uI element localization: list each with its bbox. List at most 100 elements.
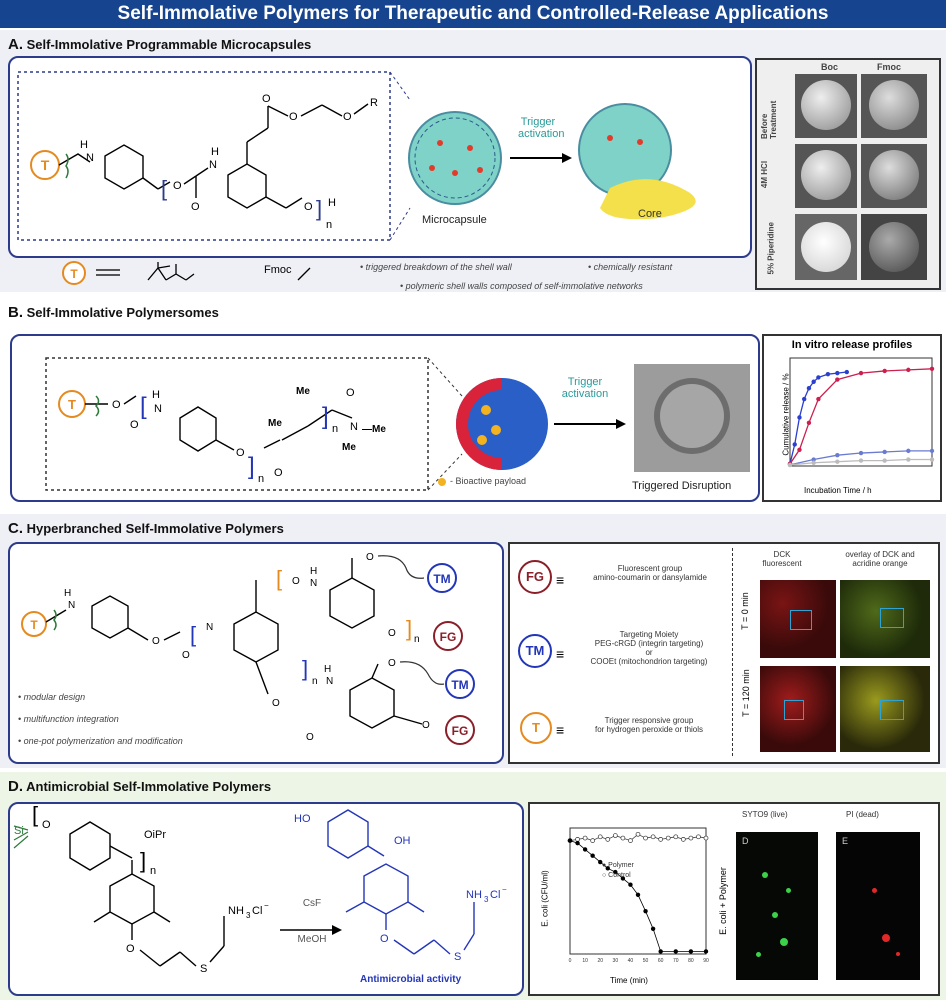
svg-text:O: O <box>272 698 280 709</box>
svg-text:H: H <box>324 664 331 675</box>
release-point <box>811 379 816 384</box>
svg-text:H: H <box>80 139 88 151</box>
svg-text:NH: NH <box>228 905 244 917</box>
svg-text:−: − <box>264 901 269 910</box>
release-point <box>787 462 793 468</box>
svg-text:T: T <box>41 157 50 173</box>
svg-text:N: N <box>310 578 317 589</box>
svg-text:O: O <box>236 447 245 459</box>
kill-polymer-point <box>598 859 603 865</box>
release-point <box>858 458 864 463</box>
payload-label: - Bioactive payload <box>450 476 527 486</box>
kill-polymer-point <box>605 866 610 871</box>
release-point <box>816 375 821 380</box>
section-b-scheme-box: T O O [ H N O ] n O Me Me ] n O N —Me <box>10 334 760 502</box>
reagent-label-2: MeOH <box>297 934 327 945</box>
release-series-1-line <box>789 368 933 465</box>
kill-polymer-point <box>628 882 633 887</box>
kill-control-point <box>703 835 709 841</box>
sem-image-5 <box>795 214 857 280</box>
section-b: B. Self-Immolative Polymersomes T O O [ … <box>0 298 946 510</box>
kill-x-tick: 30 <box>613 958 619 964</box>
svg-text:O: O <box>366 552 374 563</box>
svg-text:[: [ <box>32 804 38 827</box>
svg-text:S: S <box>200 963 207 975</box>
legend-divider <box>732 548 733 756</box>
svg-text:O: O <box>388 658 396 669</box>
release-chart-ylabel: Cumulative release / % <box>781 373 791 456</box>
svg-text:O: O <box>292 576 300 587</box>
svg-text:n: n <box>414 634 420 645</box>
kill-polymer-point <box>643 908 648 914</box>
release-chart-title: In vitro release profiles <box>791 339 913 351</box>
sem-image-4 <box>861 144 927 208</box>
svg-text:n: n <box>326 219 332 231</box>
release-point <box>929 366 935 371</box>
kill-x-tick: 80 <box>688 958 694 964</box>
kill-control-point <box>575 836 580 842</box>
release-point <box>835 453 840 458</box>
equiv-mark-3: ≡ <box>556 722 565 738</box>
release-chart-panel: In vitro release profiles Incubation Tim… <box>762 334 942 502</box>
sem-col-fmoc: Fmoc <box>877 62 902 72</box>
section-d: D. Antimicrobial Self-Immolative Polymer… <box>0 772 946 1000</box>
svg-text:O: O <box>304 201 313 213</box>
svg-text:O: O <box>422 720 430 731</box>
bullet-c-3: • one-pot polymerization and modificatio… <box>18 736 183 746</box>
svg-text:H: H <box>64 588 71 599</box>
sem-image-3 <box>795 144 857 208</box>
section-a-heading: A. Self-Immolative Programmable Microcap… <box>8 36 312 53</box>
kill-x-tick: 60 <box>658 958 664 964</box>
svg-text:]: ] <box>140 848 146 873</box>
kill-polymer-point <box>703 949 709 954</box>
svg-text:N: N <box>326 676 333 687</box>
panel-d-label: D <box>742 836 749 846</box>
section-c: C. Hyperbranched Self-Immolative Polymer… <box>0 514 946 768</box>
kill-control-point <box>628 838 633 843</box>
svg-text:3: 3 <box>484 895 489 904</box>
kill-control-point <box>673 834 679 840</box>
section-c-heading: C. Hyperbranched Self-Immolative Polymer… <box>8 520 284 537</box>
svg-text:O: O <box>112 399 121 411</box>
kill-polymer-point <box>673 949 678 954</box>
sem-image-6 <box>861 214 927 280</box>
svg-text:H: H <box>211 146 219 158</box>
release-point <box>906 448 911 454</box>
kill-control-point <box>582 835 588 841</box>
kill-polymer-point <box>650 926 656 931</box>
side-label: E. coli + Polymer <box>718 867 728 935</box>
kill-x-tick: 40 <box>628 958 634 964</box>
release-point <box>858 370 864 376</box>
svg-text:OiPr: OiPr <box>144 829 166 841</box>
svg-text:]: ] <box>316 196 322 221</box>
micro-image-2 <box>840 580 930 658</box>
release-point <box>816 396 821 402</box>
syto9-image: D <box>736 832 818 980</box>
pi-image: E <box>836 832 920 980</box>
release-point <box>844 369 849 375</box>
svg-text:O: O <box>343 111 352 123</box>
svg-text:TM: TM <box>433 572 450 586</box>
svg-text:FG: FG <box>452 724 469 738</box>
kill-x-tick: 0 <box>569 958 572 964</box>
kill-legend-1: ● Polymer <box>602 862 634 869</box>
kill-control-point <box>635 831 641 837</box>
svg-text:FG: FG <box>440 630 457 644</box>
section-b-heading: B. Self-Immolative Polymersomes <box>8 304 219 321</box>
section-a: A. Self-Immolative Programmable Microcap… <box>0 30 946 292</box>
svg-text:OH: OH <box>394 835 411 847</box>
release-point <box>806 420 812 425</box>
release-point <box>802 396 807 402</box>
svg-text:T: T <box>70 267 78 281</box>
tm-tag: TM <box>518 634 552 668</box>
svg-text:Cl: Cl <box>490 889 500 901</box>
bullet-c-2: • multifunction integration <box>18 714 119 724</box>
kill-control-point <box>590 838 596 843</box>
kill-control-point <box>643 835 648 841</box>
kill-polymer-point <box>620 876 626 881</box>
